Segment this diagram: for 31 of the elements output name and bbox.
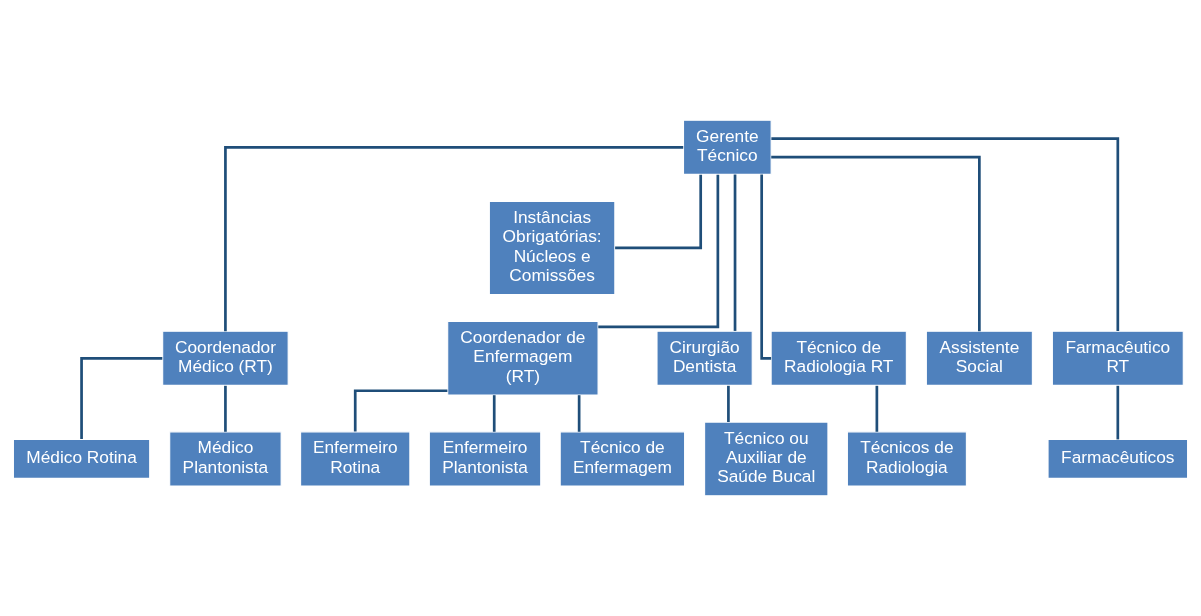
node-box: Farmacêutico RT <box>1051 330 1184 386</box>
node-box: Enfermeiro Plantonista <box>428 431 542 487</box>
node-box: Assistente Social <box>925 330 1033 386</box>
connector <box>875 385 879 432</box>
connector <box>598 174 720 329</box>
connector <box>492 395 496 432</box>
node-box: Instâncias Obrigatórias: Núcleos e Comissões <box>488 200 616 296</box>
node-box: Farmacêuticos <box>1047 438 1189 479</box>
node-box: Cirurgião Dentista <box>656 330 753 386</box>
node-box: Técnico ou Auxiliar de Saúde Bucal <box>704 421 829 497</box>
node-box: Técnicos de Radiologia <box>846 431 967 487</box>
connector <box>577 395 581 432</box>
node-box: Técnico de Enfermagem <box>559 431 686 487</box>
node-box: Coordenador de Enfermagem (RT) <box>447 320 599 396</box>
node-box: Enfermeiro Rotina <box>300 431 411 487</box>
connector <box>353 389 448 432</box>
connector <box>1116 385 1120 440</box>
node-box: Técnico de Radiologia RT <box>770 330 907 386</box>
connector <box>733 174 737 331</box>
node-box: Médico Rotina <box>12 438 151 479</box>
connector <box>771 137 1120 331</box>
node-box: Médico Plantonista <box>169 431 282 487</box>
node-box: Gerente Técnico <box>683 119 772 175</box>
connector <box>727 385 730 422</box>
connector <box>615 174 703 250</box>
connector <box>760 174 772 360</box>
connector <box>224 385 227 432</box>
connector <box>771 155 981 332</box>
connector <box>224 146 684 332</box>
node-box: Coordenador Médico (RT) <box>162 330 289 386</box>
connector <box>80 356 163 440</box>
